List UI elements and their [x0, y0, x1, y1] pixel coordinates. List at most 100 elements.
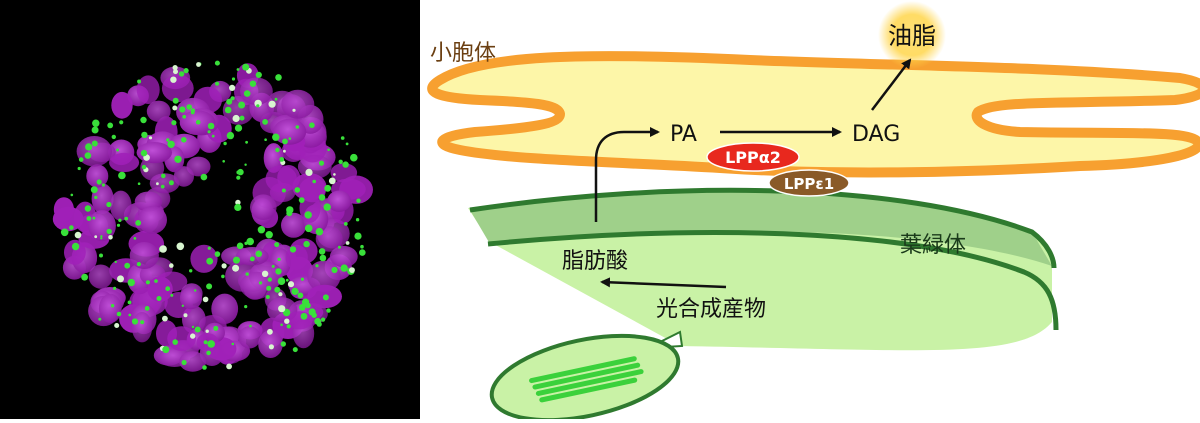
lipid-particle [214, 60, 220, 66]
lipid-particle [213, 325, 219, 331]
lipid-particle [136, 262, 141, 267]
nucleus [258, 330, 283, 358]
lipid-particle [148, 136, 153, 140]
lipid-particle [345, 241, 350, 245]
lipid-particle [206, 283, 213, 290]
lipid-particle [207, 340, 215, 348]
lipid-particle [265, 295, 270, 299]
lipid-particle [111, 134, 117, 140]
lipid-particle [107, 122, 114, 129]
cell-colony [52, 60, 373, 372]
lipid-particle [214, 251, 221, 257]
nucleus [329, 245, 358, 268]
lipid-particle [119, 120, 124, 125]
lipid-particle [299, 304, 306, 311]
nucleus [146, 100, 171, 123]
er-label: 小胞体 [430, 41, 496, 66]
nucleus [236, 247, 269, 266]
lipid-particle [238, 101, 246, 109]
lipid-particle [156, 296, 162, 301]
lipid-particle [159, 245, 167, 253]
nucleus [86, 164, 109, 188]
lipid-particle [266, 285, 272, 291]
lipid-particle [99, 253, 103, 258]
lipid-particle [255, 250, 263, 258]
lipid-particle [114, 260, 117, 264]
lipid-particle [127, 300, 132, 305]
lipid-particle [169, 263, 174, 268]
lipid-particle [69, 225, 74, 230]
lipid-particle [140, 320, 145, 325]
lipid-particle [178, 71, 185, 77]
lipid-particle [284, 318, 290, 324]
lipid-pathway-diagram: 油脂 小胞体 葉緑体 PA DAG [420, 0, 1200, 423]
lipid-particle [243, 90, 251, 97]
lipid-particle [268, 100, 276, 108]
lipid-particle [305, 168, 313, 176]
lipid-particle [140, 149, 148, 157]
lipid-particle [303, 240, 310, 248]
lipid-particle [133, 237, 137, 240]
lipid-particle [315, 227, 324, 236]
lipid-particle [140, 116, 147, 124]
lipid-particle [360, 244, 364, 249]
lipid-particle [283, 149, 286, 153]
lipid-particle [300, 312, 308, 320]
oil-label: 油脂 [888, 22, 936, 50]
lipid-particle [319, 254, 327, 262]
pathway-svg: 油脂 小胞体 葉緑体 PA DAG [427, 1, 1200, 423]
lipid-particle [287, 281, 295, 288]
lipid-particle [156, 182, 159, 186]
lipid-particle [249, 256, 255, 262]
lipid-particle [170, 293, 174, 297]
lipid-particle [289, 246, 297, 253]
nucleus [327, 190, 352, 212]
lipid-particle [232, 264, 240, 272]
lipid-particle [274, 286, 281, 293]
lipid-particle [318, 248, 326, 255]
lpp-epsilon1-label: LPPε1 [784, 175, 834, 193]
lipid-particle [172, 339, 178, 345]
lipid-particle [170, 76, 177, 83]
lipid-particle [206, 257, 214, 265]
lipid-particle [221, 274, 225, 279]
lipid-particle [233, 256, 240, 264]
lipid-particle [327, 148, 330, 152]
nucleus [147, 276, 173, 302]
lipid-particle [172, 97, 179, 104]
lpp-alpha2-label: LPPα2 [725, 148, 781, 167]
lipid-particle [359, 249, 366, 256]
lipid-particle [278, 305, 286, 313]
cell-colony-image [52, 60, 373, 372]
nucleus [179, 287, 203, 310]
lipid-particle [338, 159, 343, 164]
lipid-particle [98, 317, 102, 321]
lipid-particle [161, 173, 166, 179]
lipid-particle [92, 119, 100, 127]
lipid-particle [291, 287, 299, 295]
nucleus [138, 206, 167, 234]
lipid-particle [223, 141, 227, 146]
photosynthate-to-fatty-acid-arrow [600, 277, 727, 289]
lipid-particle [167, 140, 175, 148]
lipid-particle [181, 304, 184, 307]
lipid-particle [226, 131, 235, 140]
lipid-particle [207, 130, 211, 134]
photosynthate-label: 光合成産物 [656, 297, 766, 322]
lipid-particle [229, 84, 236, 91]
chloroplast-inset [489, 330, 684, 423]
lipid-particle [70, 193, 74, 197]
lipid-particle [244, 163, 247, 166]
lipid-particle [202, 296, 209, 303]
nucleus [110, 190, 132, 221]
lipid-particle [333, 173, 336, 176]
lipid-particle [234, 203, 242, 211]
lipid-particle [207, 246, 211, 250]
lipid-particle [355, 218, 360, 222]
lipid-particle [215, 81, 220, 86]
lipid-particle [96, 179, 102, 185]
nucleus [249, 194, 277, 220]
dag-label: DAG [852, 122, 900, 147]
lipid-particle [262, 119, 268, 125]
lipid-particle [342, 161, 349, 168]
